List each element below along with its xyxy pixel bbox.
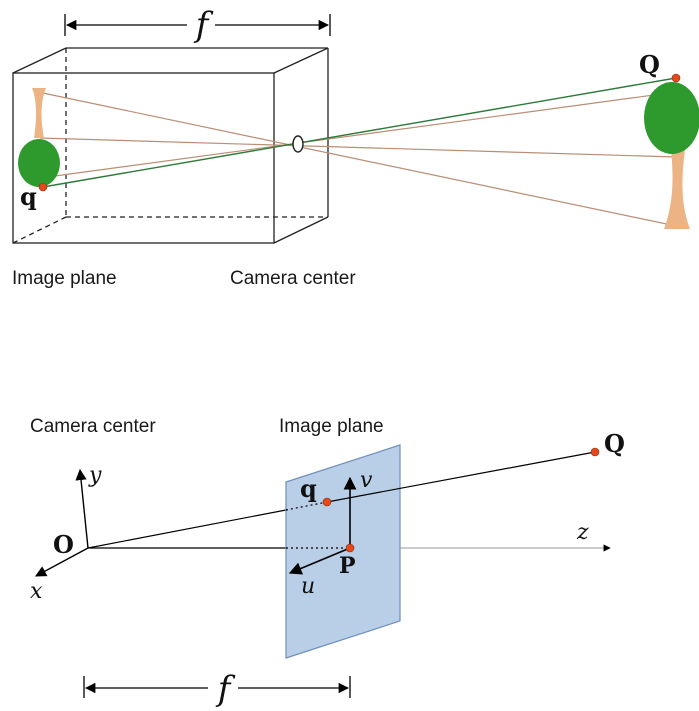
bottom-point-P-label: P xyxy=(339,553,356,579)
pinhole-aperture xyxy=(292,135,304,153)
bottom-image-plane-caption: Image plane xyxy=(279,416,384,437)
u-axis-label: u xyxy=(301,574,315,599)
ray-q-to-Q xyxy=(326,451,596,503)
bottom-point-q-label: q xyxy=(300,474,317,503)
bottom-point-P-marker xyxy=(345,543,355,553)
projection-rays xyxy=(37,77,677,227)
top-camera-center-caption: Camera center xyxy=(230,268,356,289)
top-point-Q-label: Q xyxy=(639,50,660,79)
top-focal-label: f xyxy=(193,5,214,45)
scene-tree xyxy=(644,82,699,229)
bottom-point-q-marker xyxy=(322,497,332,507)
top-diagram: f xyxy=(12,5,699,289)
y-axis xyxy=(75,468,89,549)
v-axis-label: v xyxy=(360,468,373,493)
top-image-plane-caption: Image plane xyxy=(12,268,117,289)
x-axis xyxy=(35,547,89,577)
bottom-camera-center-caption: Camera center xyxy=(30,416,156,437)
bottom-point-Q-label: Q xyxy=(604,429,625,458)
y-axis-label: y xyxy=(88,463,102,488)
image-tree-inverted xyxy=(18,88,60,187)
top-focal-dimension: f xyxy=(64,5,331,45)
bottom-point-Q-marker xyxy=(590,447,600,457)
top-point-q-marker xyxy=(38,182,48,192)
bottom-focal-label: f xyxy=(215,669,236,709)
u-axis xyxy=(288,547,351,575)
origin-label: O xyxy=(53,530,74,559)
z-axis-label: z xyxy=(576,520,589,545)
top-point-Q-marker xyxy=(671,73,681,83)
ray-O-to-q xyxy=(87,509,287,549)
camera-box xyxy=(12,47,329,244)
ray-on-plane xyxy=(285,501,328,511)
bottom-focal-dimension: f xyxy=(83,669,351,709)
top-point-q-label: q xyxy=(20,182,37,211)
x-axis-label: x xyxy=(30,579,43,604)
bottom-diagram: Camera center Image plane O y x z u v q xyxy=(30,416,625,709)
